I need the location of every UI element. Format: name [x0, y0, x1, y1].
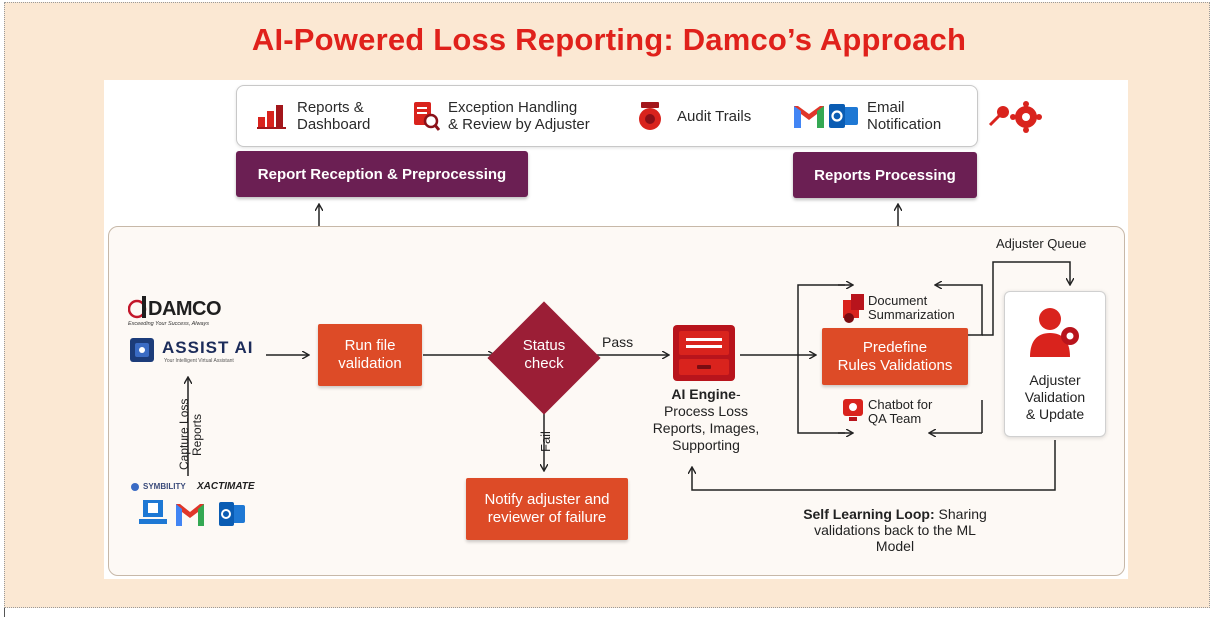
bar-chart-icon: [257, 105, 286, 129]
symbility-icon: [131, 482, 139, 491]
adjuster-line1: Adjuster: [1029, 372, 1081, 388]
damco-logo-mark: [128, 296, 147, 319]
adjuster-line2: Validation: [1024, 389, 1086, 405]
cursor-mark: [4, 608, 5, 617]
document-search-icon: [414, 102, 440, 131]
doc-sum-line2: Summarization: [868, 307, 955, 322]
ai-engine-line3: Reports, Images,: [652, 420, 760, 436]
ai-engine-dash: -: [735, 386, 741, 402]
pass-label: Pass: [602, 334, 634, 350]
file-cabinet-icon: [673, 325, 735, 381]
notify-line2: reviewer of failure: [487, 509, 607, 526]
predefine-rules-step: Predefine Rules Validations: [822, 328, 968, 385]
audit-icon: [639, 102, 661, 130]
run-validation-line1: Run file: [344, 337, 396, 354]
loop-line3: Model: [875, 538, 915, 554]
loop-line2: validations back to the ML: [814, 522, 976, 538]
adjuster-person-icon: [1030, 308, 1079, 357]
computer-upload-icon: [139, 500, 167, 524]
toolbar-label-reports: Reports & Dashboard: [297, 99, 371, 133]
outlook-icon: [219, 502, 245, 526]
notify-failure-step: Notify adjuster and reviewer of failure: [466, 478, 628, 540]
page-title: AI-Powered Loss Reporting: Damco’s Appro…: [251, 22, 967, 57]
stage-report-reception: Report Reception & Preprocessing: [236, 151, 528, 197]
chatbot-label: Chatbot for QA Team: [868, 398, 932, 426]
integration-gear-icon: [988, 101, 1042, 133]
toolbar-label-audit: Audit Trails: [677, 107, 752, 125]
ai-engine-label: AI Engine- Process Loss Reports, Images,…: [636, 386, 776, 454]
self-learning-loop-label: Self Learning Loop: Sharing validations …: [770, 506, 1020, 554]
status-check-label: Status check: [499, 337, 589, 373]
toolbar-label-exception: Exception Handling & Review by Adjuster: [448, 99, 590, 133]
damco-tagline: Exceeding Your Success, Always: [128, 321, 210, 327]
status-line1: Status: [522, 337, 566, 354]
feature-toolbar: Reports & Dashboard Exception Handling &…: [236, 85, 978, 147]
chip-icon: [130, 338, 154, 362]
gmail-outlook-icon: [794, 104, 858, 128]
adjuster-queue-label: Adjuster Queue: [996, 236, 1087, 251]
run-validation-line2: validation: [338, 355, 402, 372]
notify-line1: Notify adjuster and: [484, 491, 610, 508]
chatbot-icon: [843, 399, 863, 421]
adjuster-label: Adjuster Validation & Update: [1005, 372, 1105, 423]
ai-engine-line2: Process Loss: [663, 403, 749, 419]
damco-wordmark: DAMCO: [148, 298, 222, 320]
status-line2: check: [524, 355, 564, 372]
loop-title: Self Learning Loop:: [803, 506, 935, 522]
doc-sum-line1: Document: [868, 293, 928, 308]
predefine-line2: Rules Validations: [837, 356, 953, 374]
adjuster-line3: & Update: [1025, 406, 1085, 422]
chatbot-line2: QA Team: [868, 411, 922, 426]
toolbar-item-audit: Audit Trails: [635, 86, 751, 146]
ai-engine-line4: Supporting: [672, 437, 740, 453]
gmail-icon: [176, 504, 204, 526]
stage-reports-processing: Reports Processing: [793, 152, 977, 198]
toolbar-item-exception: Exception Handling & Review by Adjuster: [412, 86, 590, 146]
document-summary-icon: [843, 294, 864, 323]
document-summarization-label: Document Summarization: [868, 294, 955, 322]
toolbar-item-reports: Reports & Dashboard: [257, 86, 370, 146]
loop-line1-rest: Sharing: [934, 506, 987, 522]
symbility-label: SYMBILITY: [143, 482, 186, 491]
adjuster-validation-card: Adjuster Validation & Update: [1004, 291, 1106, 437]
run-file-validation-step: Run file validation: [318, 324, 422, 386]
xactimate-logo: XACTIMATE: [197, 481, 255, 492]
toolbar-item-email: Email Notification: [793, 86, 941, 146]
assist-ai-logo: ASSIST AI Your Intelligent Virtual Assis…: [128, 336, 258, 370]
assist-ai-tagline: Your Intelligent Virtual Assistant: [164, 358, 234, 364]
ai-engine-title: AI Engine: [671, 386, 736, 402]
toolbar-label-email: Email Notification: [867, 99, 942, 133]
predefine-line1: Predefine: [862, 338, 928, 356]
chatbot-line1: Chatbot for: [868, 397, 933, 412]
assist-ai-wordmark: ASSIST AI: [162, 338, 254, 357]
symbility-logo: SYMBILITY: [131, 482, 186, 491]
